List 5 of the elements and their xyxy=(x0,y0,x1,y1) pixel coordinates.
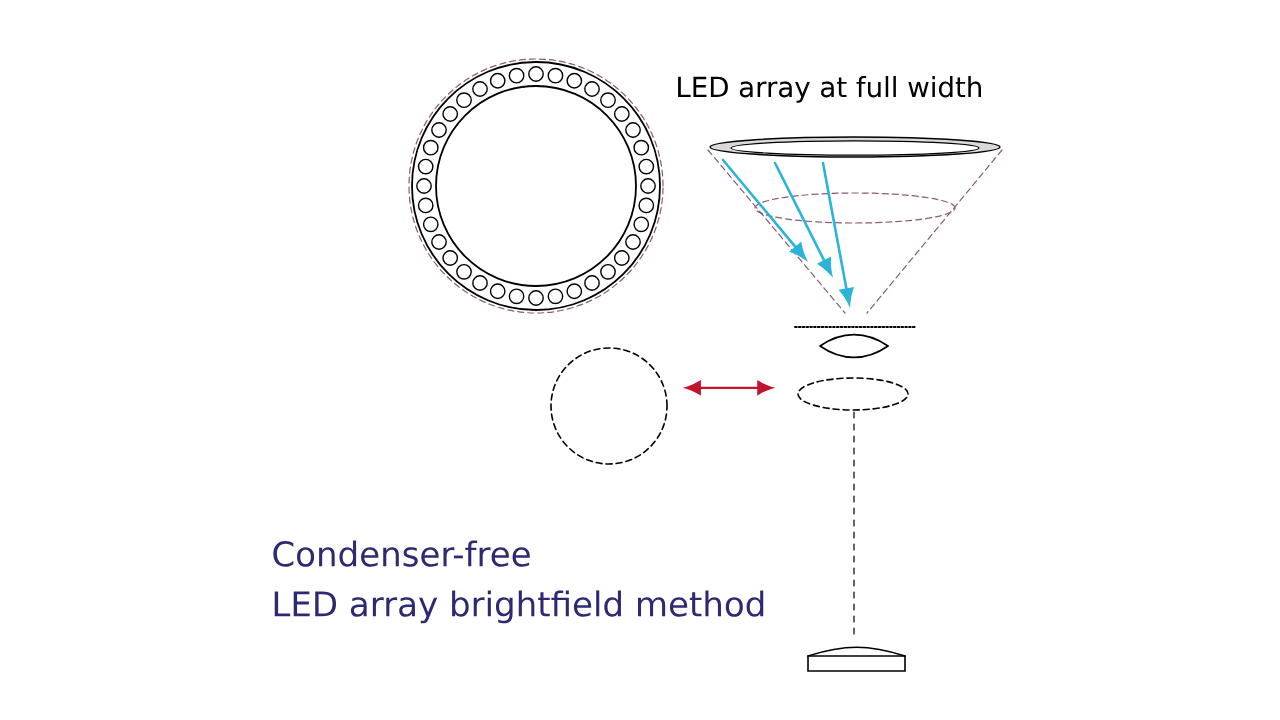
title: Condenser-free LED array brightfield method xyxy=(273,540,764,624)
heading-label: LED array at full width xyxy=(678,76,981,103)
dashed-ellipse xyxy=(797,377,909,411)
double-arrow xyxy=(685,380,773,395)
dashed-circle xyxy=(550,347,668,465)
